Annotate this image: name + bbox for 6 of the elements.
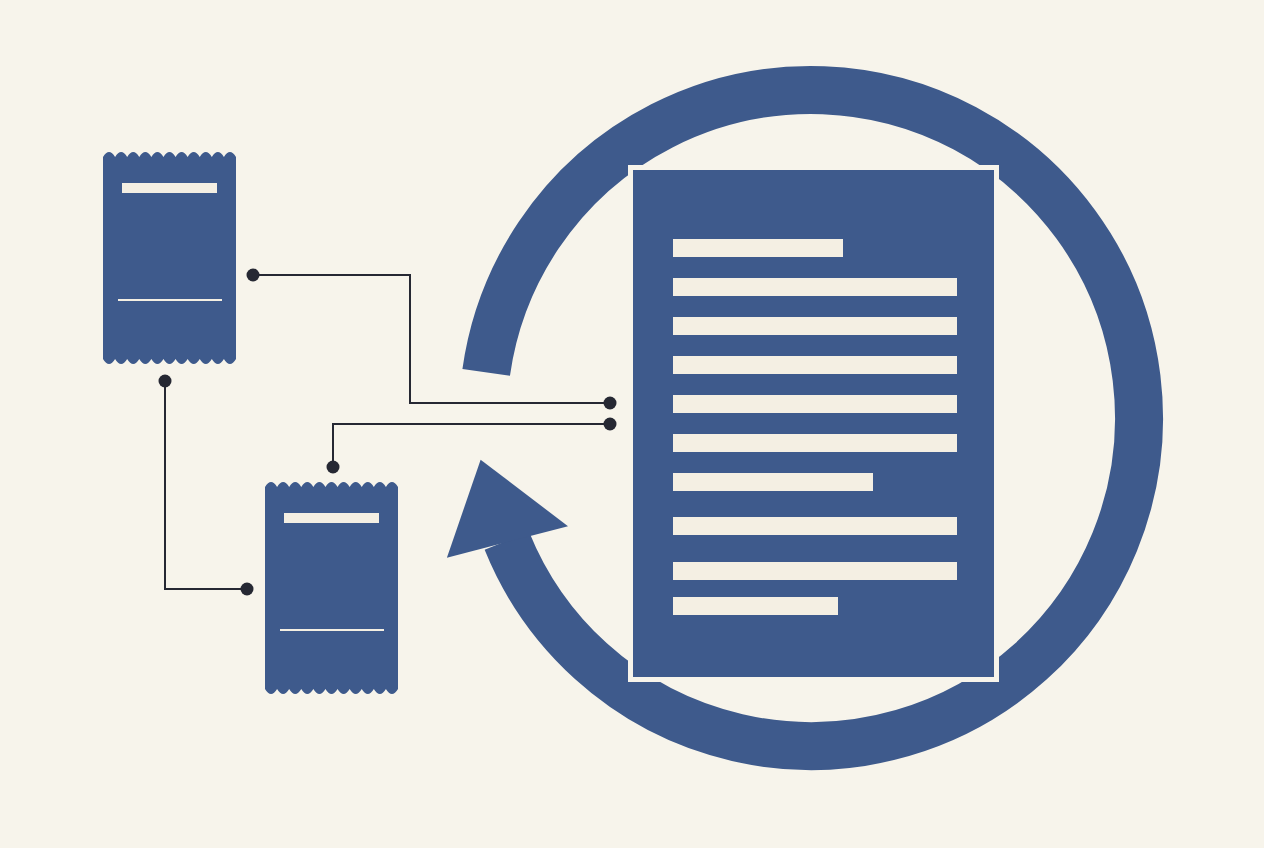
receipt-illustration — [265, 482, 398, 694]
connector-line — [158, 374, 254, 596]
connector-line — [246, 268, 617, 410]
receipt-illustration — [103, 152, 236, 364]
connector-line — [326, 417, 617, 474]
document-illustration — [633, 170, 994, 677]
